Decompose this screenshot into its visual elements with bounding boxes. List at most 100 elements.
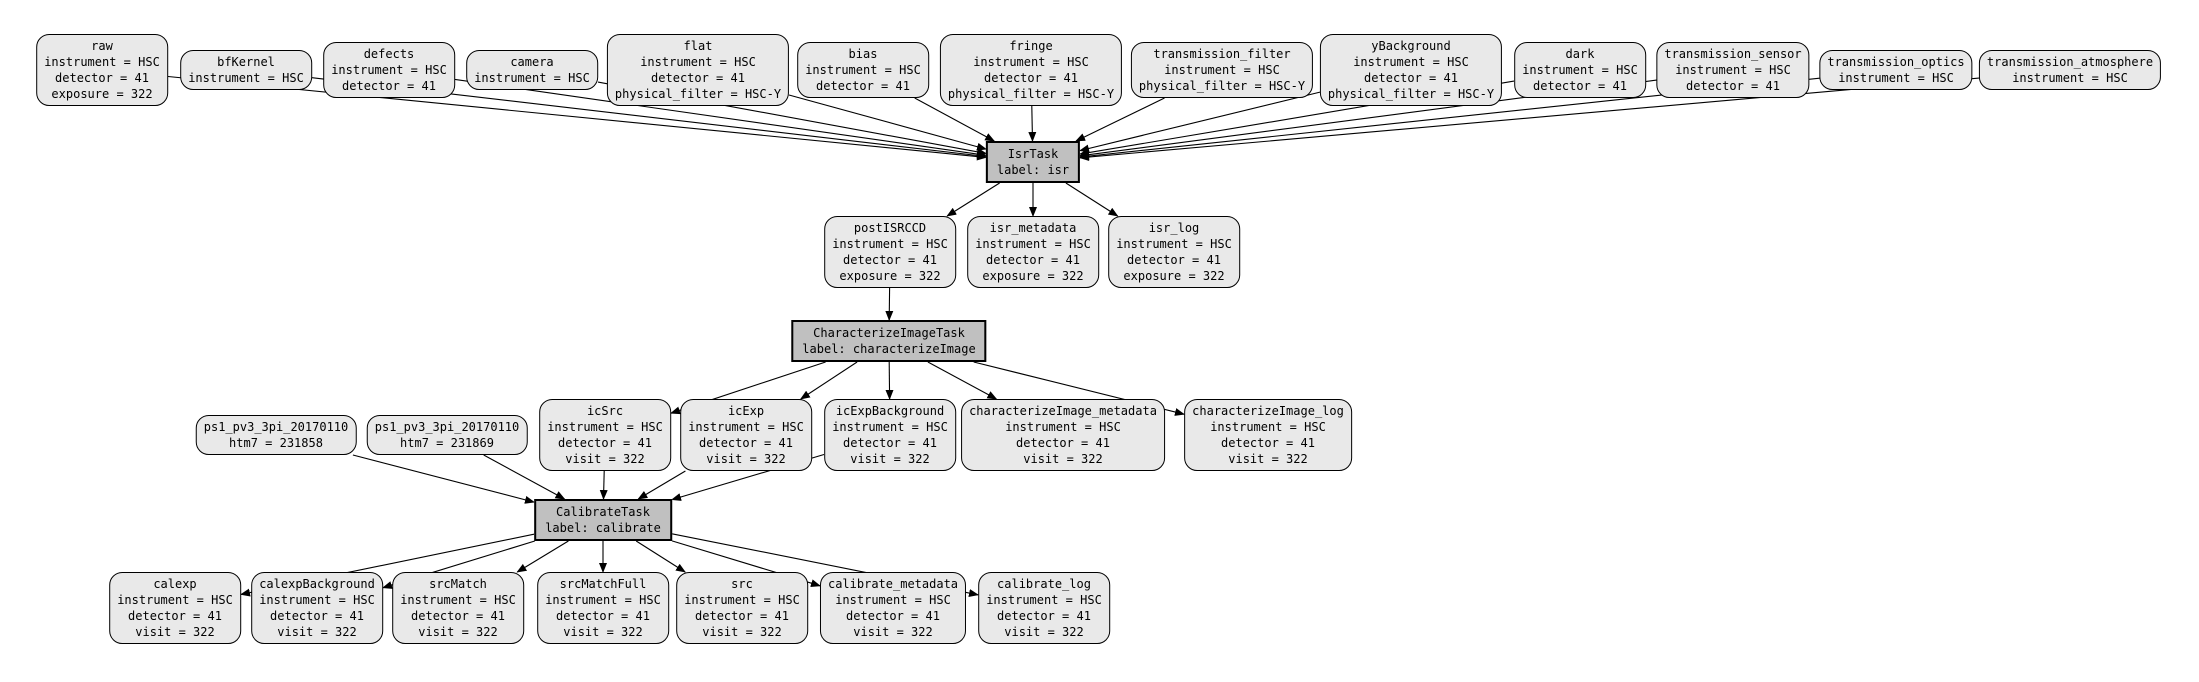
node-attribute: detector = 41 [558,436,652,450]
node-attribute: physical_filter = HSC-Y [614,87,782,101]
node-attribute: detector = 41 [128,609,222,623]
node-attribute: instrument = HSC [986,593,1102,607]
node-attribute: visit = 322 [1228,452,1308,466]
node-attribute: detector = 41 [651,71,745,85]
node-characterizeImage_log: characterizeImage_log instrument = HSC det… [1184,399,1352,471]
node-attribute: instrument = HSC [1210,420,1326,434]
node-attribute: instrument = HSC [835,593,951,607]
node-attribute: visit = 322 [135,625,215,639]
node-attribute: detector = 41 [846,609,940,623]
dataset-title: calexpBackground [259,577,375,591]
dataset-title: yBackground [1371,39,1451,53]
node-attribute: instrument = HSC [259,593,375,607]
node-attribute: detector = 41 [55,71,149,85]
node-attribute: instrument = HSC [832,237,948,251]
node-transmission_sensor: transmission_sensor instrument = HSC detec… [1656,42,1810,98]
edge-isr-to-isr_log [1065,182,1119,217]
dataset-title: calibrate_metadata [827,577,959,591]
node-attribute: detector = 41 [984,71,1078,85]
node-attribute: detector = 41 [556,609,650,623]
node-attribute: instrument = HSC [973,55,1089,69]
node-attribute: visit = 322 [277,625,357,639]
node-attribute: detector = 41 [997,609,1091,623]
node-attribute: instrument = HSC [331,63,447,77]
node-attribute: detector = 41 [411,609,505,623]
dataset-title: postISRCCD [853,221,927,235]
node-attribute: instrument = HSC [640,55,756,69]
dataset-title: ps1_pv3_3pi_20170110 [203,420,349,434]
node-attribute: instrument = HSC [684,593,800,607]
node-attribute: label: characterizeImage [802,342,976,356]
dataset-title: bias [848,47,878,61]
dataset-title: calexp [153,577,197,591]
node-attribute: visit = 322 [563,625,643,639]
node-calibrate_metadata: calibrate_metadata instrument = HSC detect… [819,572,967,644]
edge-raw-to-isr [167,75,987,161]
node-attribute: instrument = HSC [805,63,921,77]
dataset-title: characterizeImage_log [1192,404,1344,418]
node-attribute: instrument = HSC [1164,63,1280,77]
node-attribute: detector = 41 [1127,253,1221,267]
dataset-title: isr_log [1148,221,1200,235]
node-attribute: visit = 322 [1023,452,1103,466]
edge-transmission_filter-to-isr [1075,97,1165,142]
dataset-title: icSrc [586,404,624,418]
node-attribute: detector = 41 [843,436,937,450]
node-attribute: visit = 322 [702,625,782,639]
node-attribute: detector = 41 [695,609,789,623]
node-attribute: detector = 41 [1016,436,1110,450]
node-attribute: detector = 41 [1533,79,1627,93]
dataset-title: transmission_filter [1153,47,1291,61]
node-attribute: instrument = HSC [400,593,516,607]
node-attribute: detector = 41 [816,79,910,93]
edge-bias-to-isr [914,97,996,142]
edge-yBackground-to-isr [1079,91,1321,153]
dataset-title: transmission_atmosphere [1986,55,2154,69]
node-attribute: visit = 322 [565,452,645,466]
node-attribute: exposure = 322 [51,87,153,101]
node-attribute: instrument = HSC [1522,63,1638,77]
dataset-title: icExpBackground [835,404,945,418]
node-attribute: detector = 41 [986,253,1080,267]
node-attribute: physical_filter = HSC-Y [947,87,1115,101]
node-attribute: instrument = HSC [1005,420,1121,434]
node-attribute: htm7 = 231858 [229,436,323,450]
node-attribute: label: calibrate [545,521,661,535]
node-attribute: detector = 41 [843,253,937,267]
dataset-title: transmission_sensor [1664,47,1802,61]
node-attribute: visit = 322 [853,625,933,639]
node-attribute: visit = 322 [850,452,930,466]
node-attribute: instrument = HSC [188,71,304,85]
node-attribute: detector = 41 [342,79,436,93]
node-attribute: detector = 41 [699,436,793,450]
node-attribute: detector = 41 [1221,436,1315,450]
task-title: IsrTask [1007,147,1059,161]
dataset-title: icExp [727,404,765,418]
node-attribute: instrument = HSC [1675,63,1791,77]
node-attribute: exposure = 322 [982,269,1084,283]
node-attribute: detector = 41 [1686,79,1780,93]
node-attribute: detector = 41 [1364,71,1458,85]
edge-calibrate-to-srcMatch [516,540,569,573]
dataset-title: camera [510,55,554,69]
